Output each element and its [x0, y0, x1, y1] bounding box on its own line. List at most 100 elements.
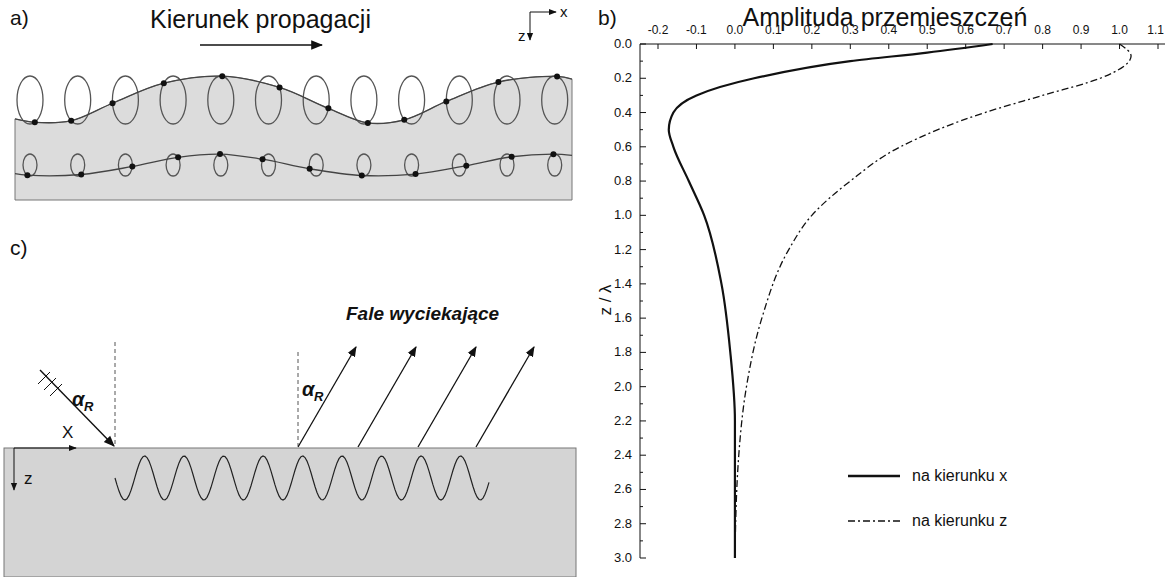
tick-label: 1.2	[614, 242, 632, 256]
tick-label: 0.0	[614, 37, 632, 51]
particle-dot	[32, 119, 38, 125]
particle-dot	[443, 98, 449, 104]
particle-dot	[509, 154, 515, 160]
tick	[850, 44, 851, 49]
tick	[640, 335, 643, 336]
particle-orbit	[17, 76, 43, 124]
tick	[640, 181, 646, 182]
tick-label: 1.1	[1147, 24, 1164, 37]
particle-orbit	[65, 76, 91, 124]
wave-name: Fale wyciekające	[346, 304, 499, 325]
tick-label: 0.4	[614, 105, 632, 119]
particle-orbit	[214, 154, 228, 176]
tick	[640, 266, 643, 267]
particle-orbit	[303, 76, 329, 124]
particle-dot	[129, 163, 135, 169]
angle-symbol: α	[302, 378, 314, 400]
tick	[640, 249, 646, 250]
beam-hatch	[50, 384, 62, 396]
tick	[640, 112, 646, 113]
angle-subscript: R	[314, 390, 323, 404]
particle-orbit	[357, 154, 371, 176]
surface-wave	[115, 456, 489, 500]
tick	[640, 198, 643, 199]
leaky-wave-ray	[298, 347, 356, 447]
tick	[640, 163, 643, 164]
particle-dot	[161, 80, 167, 86]
particle-dot	[413, 171, 419, 177]
angle-symbol: α	[72, 388, 84, 410]
particle-dot	[401, 117, 407, 123]
particle-dot	[110, 100, 116, 106]
particle-orbit	[309, 154, 323, 176]
particle-orbit	[548, 154, 562, 176]
tick	[640, 78, 646, 79]
particle-dot	[365, 120, 371, 126]
particle-dot	[307, 166, 313, 172]
leaky-wave-sketch	[4, 342, 576, 577]
tick-label: -0.1	[686, 24, 707, 37]
medium-body	[4, 448, 576, 577]
leaky-wave-ray	[476, 347, 534, 447]
tick-label: 2.0	[614, 380, 632, 394]
leaky-wave-ray	[418, 347, 476, 447]
tick-label: 2.6	[614, 482, 632, 496]
tick-label: 2.2	[614, 414, 632, 428]
beam-hatch	[44, 378, 56, 390]
particle-orbit	[256, 76, 282, 124]
axis-arrow	[530, 12, 556, 13]
normal-line	[115, 342, 116, 446]
tick	[640, 403, 643, 404]
leaky-wave-ray	[358, 347, 416, 447]
particle-dot	[325, 105, 331, 111]
propagation-arrow	[200, 44, 322, 46]
tick	[1004, 44, 1005, 49]
legend-sample	[848, 475, 900, 478]
axis-name: X	[62, 424, 73, 443]
tick	[640, 386, 646, 387]
particle-dot	[219, 73, 225, 79]
tick	[640, 489, 646, 490]
legend-sample	[848, 520, 900, 521]
tick-label: 3.0	[614, 551, 632, 565]
medium-body	[15, 76, 572, 200]
tick	[640, 540, 643, 541]
tick	[696, 44, 697, 49]
tick	[640, 369, 643, 370]
beam-hatch	[38, 372, 50, 384]
particle-orbit	[494, 76, 520, 124]
tick-label: 1.0	[1111, 24, 1128, 37]
tick	[1042, 44, 1043, 49]
tick	[640, 420, 646, 421]
tick-label: 0.5	[919, 24, 936, 37]
axis-title: z / λ	[597, 284, 616, 315]
particle-dot	[24, 172, 30, 178]
particle-dot	[78, 172, 84, 178]
tick-label: 0.1	[765, 24, 782, 37]
particle-dot	[68, 118, 74, 124]
tick	[640, 455, 646, 456]
particle-orbit	[542, 76, 568, 124]
tick-label: 0.8	[614, 174, 632, 188]
particle-orbit	[112, 76, 138, 124]
tick	[1081, 44, 1082, 49]
amplitude-plot	[640, 44, 1165, 558]
tick	[640, 215, 646, 216]
particle-dot	[463, 163, 469, 169]
particle-orbit	[351, 76, 377, 124]
particle-dot	[217, 151, 223, 157]
tick	[640, 472, 643, 473]
particle-dot	[277, 84, 283, 90]
particle-dot	[260, 156, 266, 162]
angle-subscript: R	[84, 400, 93, 414]
tick	[640, 283, 646, 284]
axis-arrow	[530, 12, 531, 40]
tick	[888, 44, 889, 49]
axis-name: z	[518, 28, 526, 45]
tick-label: 1.6	[614, 311, 632, 325]
tick	[640, 301, 643, 302]
axis-arrow	[14, 448, 15, 490]
tick-label: 0.9	[1073, 24, 1090, 37]
tick	[640, 438, 643, 439]
